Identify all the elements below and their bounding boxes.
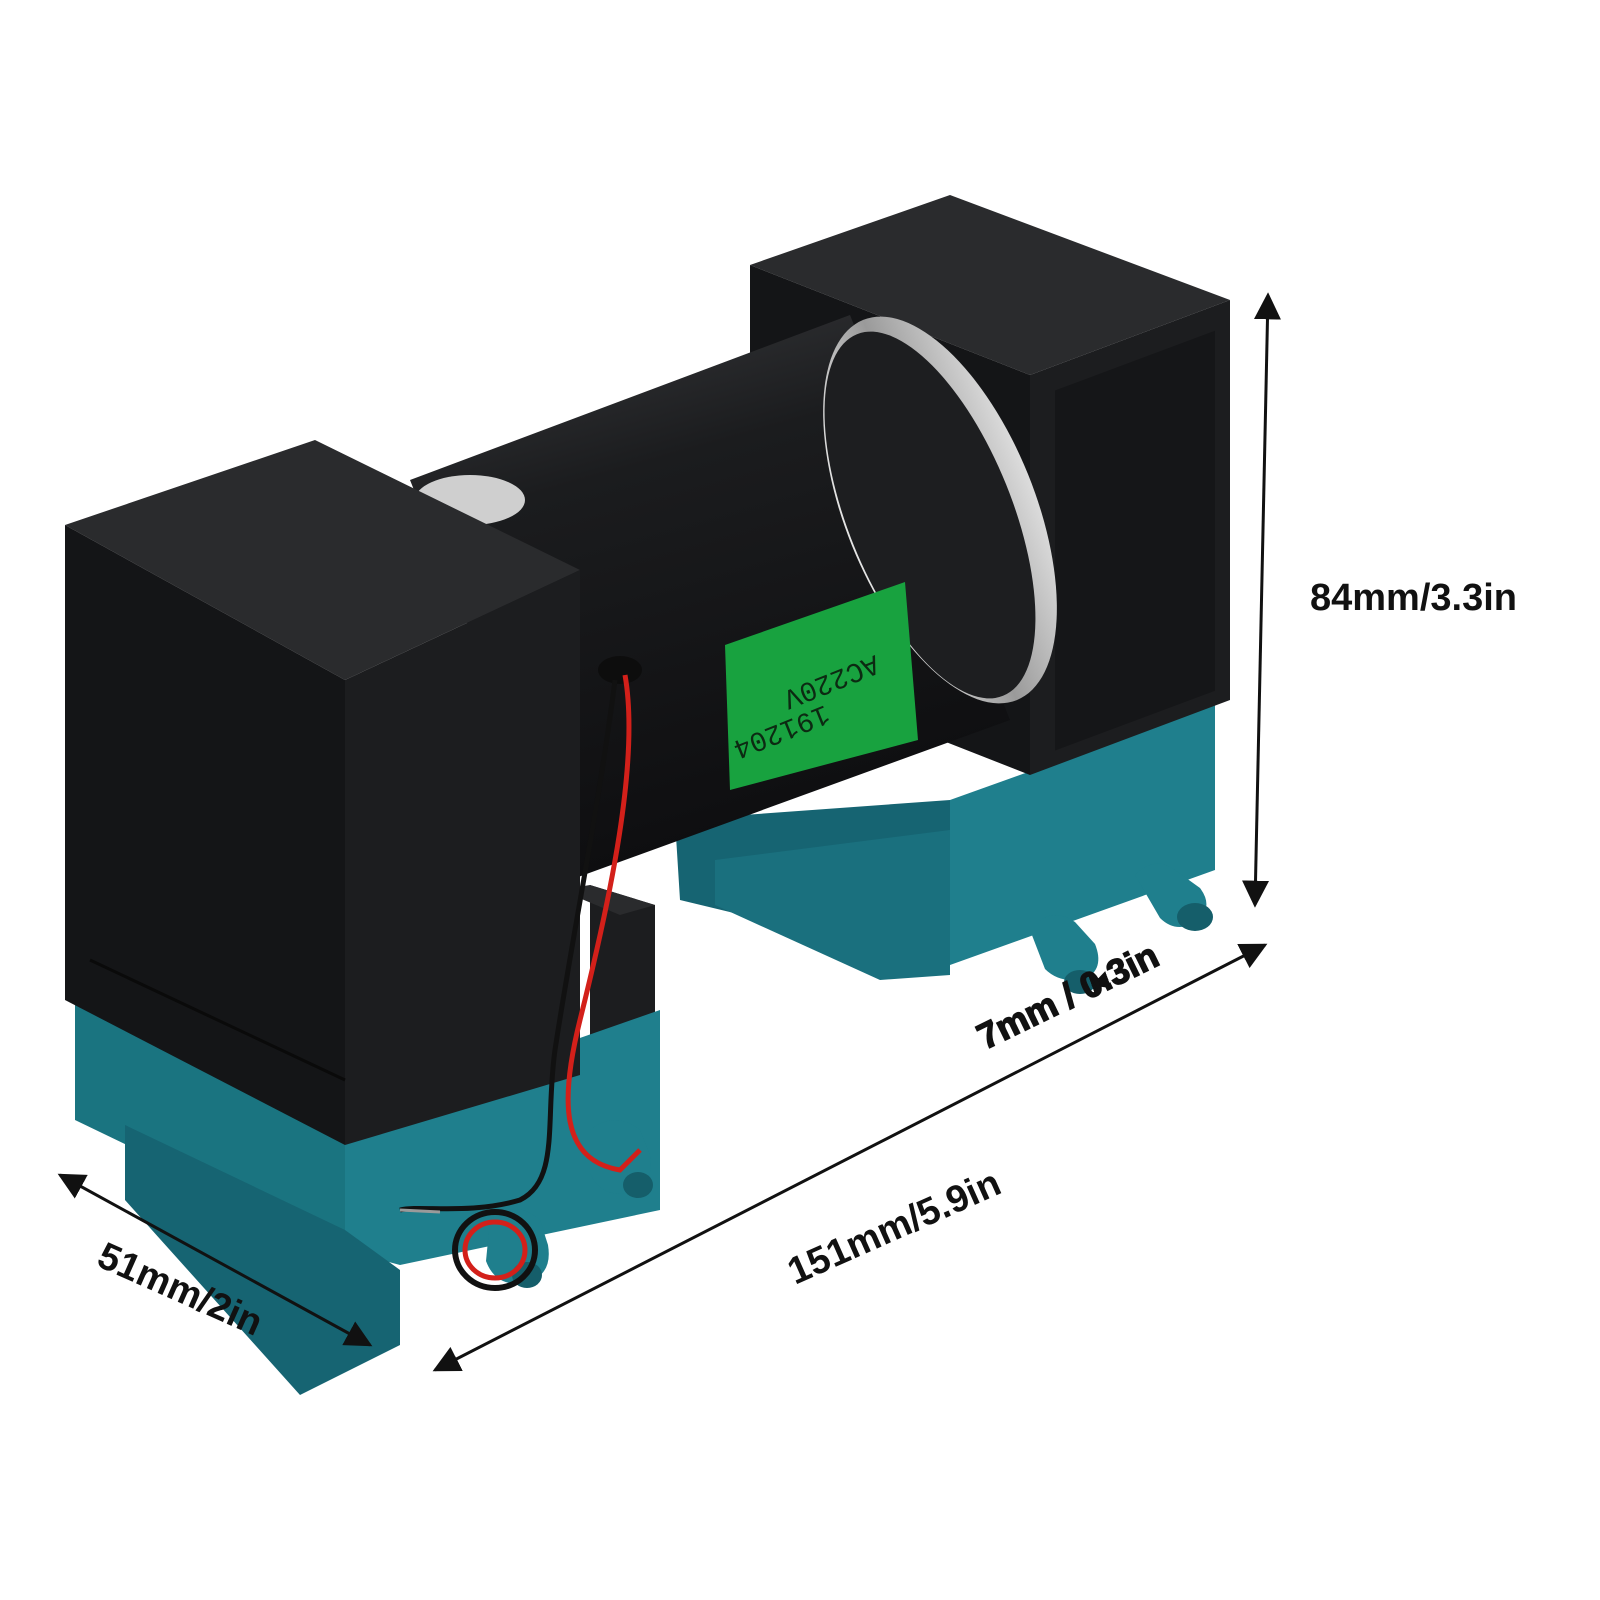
rear-port-1-hole — [1177, 903, 1213, 931]
rear-housing-top — [750, 195, 1230, 375]
front-port-1-hole — [623, 1172, 653, 1198]
wire-grommet — [598, 656, 642, 684]
motor-sticker — [725, 582, 918, 790]
length-dimension-label: 151mm/5.9in — [782, 1162, 1007, 1293]
front-housing-top — [65, 440, 580, 680]
wire-tip — [399, 1208, 441, 1214]
height-dimension-label: 84mm/3.3in — [1310, 577, 1517, 619]
front-housing-side — [65, 525, 345, 1145]
rear-base-front — [950, 705, 1215, 965]
front-pump-head — [65, 440, 660, 1395]
port-arrow — [1088, 971, 1112, 994]
height-arrow — [1242, 292, 1281, 908]
length-arrow — [432, 943, 1268, 1372]
width-arrow — [57, 1173, 373, 1347]
front-housing-seam — [89, 958, 346, 1082]
rear-housing-panel — [1055, 330, 1215, 751]
cylinder-end-cap — [824, 331, 1036, 699]
dimension-arrows — [57, 292, 1281, 1372]
rear-base-step — [715, 830, 950, 980]
